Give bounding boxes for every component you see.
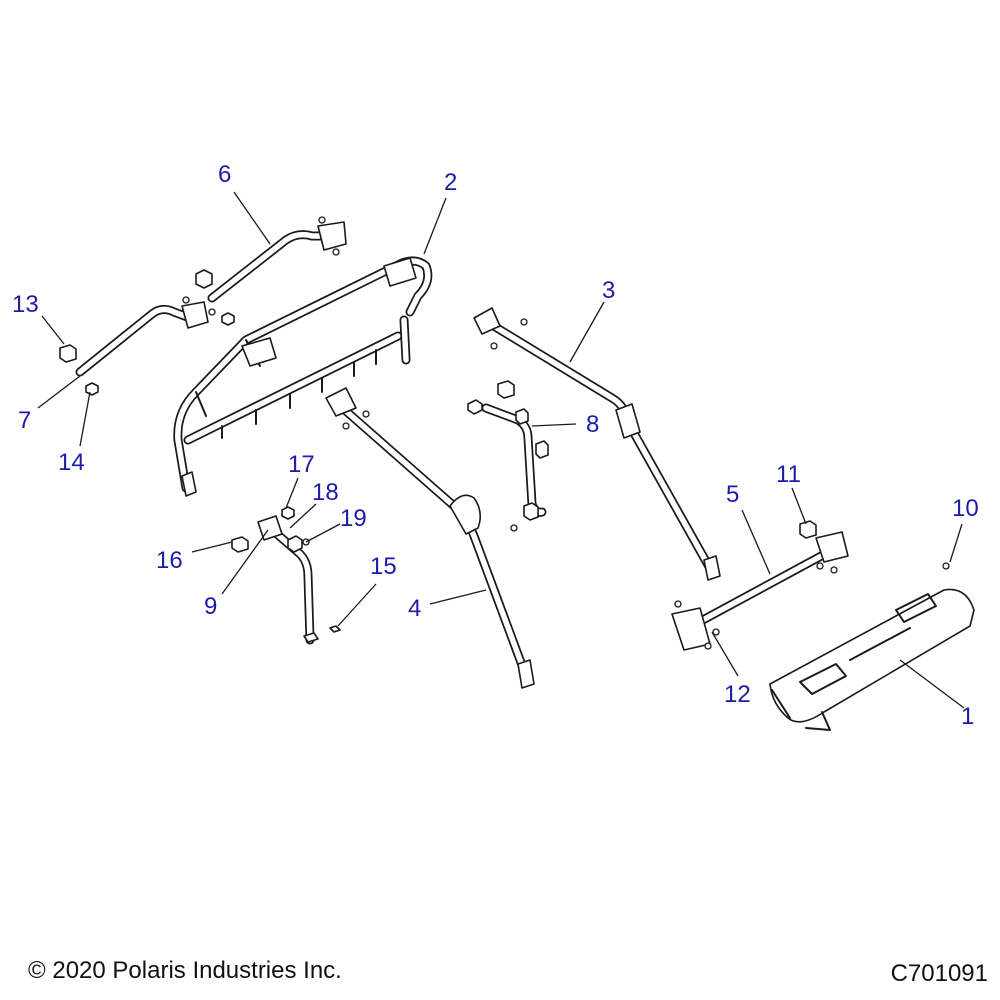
callout-13: 13 [12,291,39,318]
callout-14: 14 [58,449,85,476]
callout-12: 12 [724,681,751,708]
callout-17: 17 [288,451,315,478]
callout-6: 6 [218,161,231,188]
callout-19: 19 [340,505,367,532]
callout-9: 9 [204,593,217,620]
callout-15: 15 [370,553,397,580]
part-2-main-frame [173,256,433,497]
callout-11: 11 [776,461,801,488]
callout-18: 18 [312,479,339,506]
callout-labels: 1 2 3 4 5 6 7 8 9 10 11 12 13 14 15 16 1… [12,161,979,730]
callout-7: 7 [18,407,31,434]
part-4-center-tube [325,387,535,689]
hardware-14-nut [85,382,99,396]
callout-1: 1 [961,703,974,730]
hardware-13-bolt [59,344,77,363]
part-8-bracket [467,380,549,532]
part-9-lower-bracket [231,506,341,645]
copyright-notice: © 2020 Polaris Industries Inc. [28,957,342,984]
part-6-upper-tube [195,216,347,303]
leader-lines [37,191,965,709]
figure-id: C701091 [890,960,988,987]
callout-8: 8 [586,411,599,438]
callout-2: 2 [444,169,457,196]
callout-10: 10 [952,495,979,522]
part-1-skid-panel [769,562,975,731]
part-3-right-tube [473,307,721,581]
callout-3: 3 [602,277,615,304]
part-7-left-tube [75,296,235,377]
callout-16: 16 [156,547,183,574]
callout-4: 4 [408,595,421,622]
callout-5: 5 [726,481,739,508]
part-5-crossbar [671,520,849,651]
